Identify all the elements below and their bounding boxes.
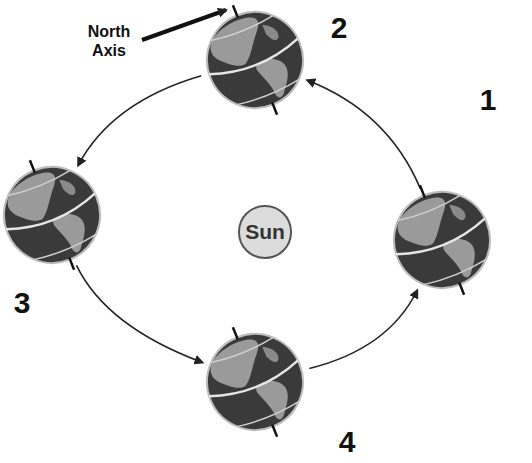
orbit-arrow (76, 265, 202, 362)
callout-number: 4 (339, 425, 356, 459)
earth-globe-node: 4 (207, 334, 303, 430)
callout-number: 1 (480, 83, 497, 117)
earth-globe-node: 2 (207, 12, 303, 108)
earth-globe (394, 192, 490, 288)
callout-number: 2 (331, 11, 348, 45)
earth-globe-node: 3 (4, 167, 100, 263)
earth-globe (4, 167, 100, 263)
callout-number: 3 (14, 286, 31, 320)
orbit-arrow (309, 290, 417, 368)
orbit-arrow (307, 80, 420, 188)
earth-globe (207, 12, 303, 108)
earth-globe (207, 334, 303, 430)
earth-globe-node: 1 (394, 192, 490, 288)
sun-circle: Sun (238, 205, 292, 259)
orbit-arrow (78, 76, 201, 166)
axis-label: North Axis (78, 22, 140, 60)
sun-label: Sun (245, 220, 285, 244)
